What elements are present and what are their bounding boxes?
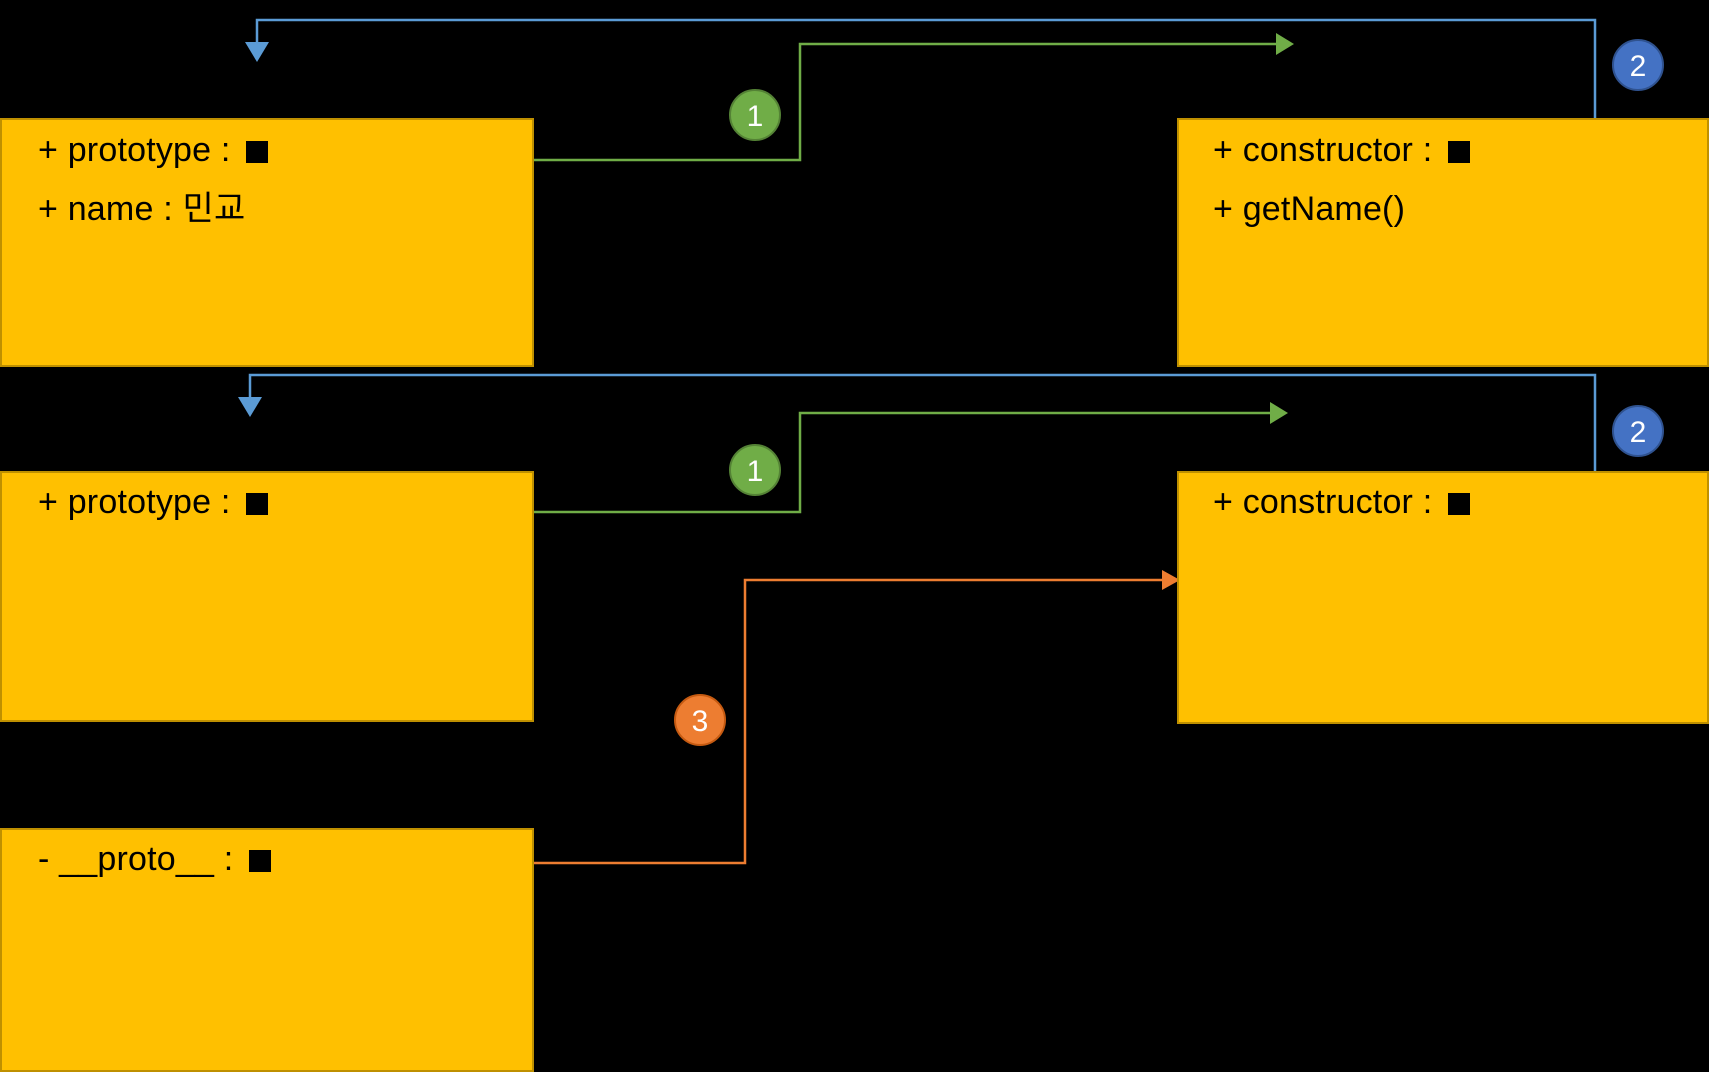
value-swatch-icon [249,850,272,872]
member-prototype-top: + prototype : [38,133,269,167]
step-badge-3[interactable]: 3 [674,694,726,746]
connector-prototype-to-constructor-link-2 [534,411,1270,514]
step-badge-1-middle[interactable]: 1 [729,444,781,496]
connector-prototype-to-constructor-link [534,42,1276,162]
step-badge-2-top[interactable]: 2 [1612,39,1664,91]
member-prototype-middle: + prototype : [38,485,269,519]
instance-constructor-box[interactable] [1177,471,1709,724]
step-badge-1-top[interactable]: 1 [729,89,781,141]
arrowhead-down-blue-middle [238,397,262,417]
member-name-top: + name : 민교 [38,190,246,228]
instance-prototype-box[interactable] [0,471,534,722]
step-badge-2-middle[interactable]: 2 [1612,405,1664,457]
arrowhead-down-blue-top [245,42,269,62]
member-dunder-proto: - __proto__ : [38,842,272,876]
value-swatch-icon [246,493,269,515]
member-constructor-top: + constructor : [1213,133,1471,167]
arrowhead-right-green-middle [1270,402,1288,424]
member-getname-top: + getName() [1213,190,1406,228]
value-swatch-icon [1448,493,1471,515]
connector-proto-to-constructor-link [534,578,1162,865]
value-swatch-icon [1448,141,1471,163]
prototype-object-box[interactable] [1177,118,1709,367]
arrowhead-right-green-top [1276,33,1294,55]
value-swatch-icon [246,141,269,163]
member-constructor-middle: + constructor : [1213,485,1471,519]
